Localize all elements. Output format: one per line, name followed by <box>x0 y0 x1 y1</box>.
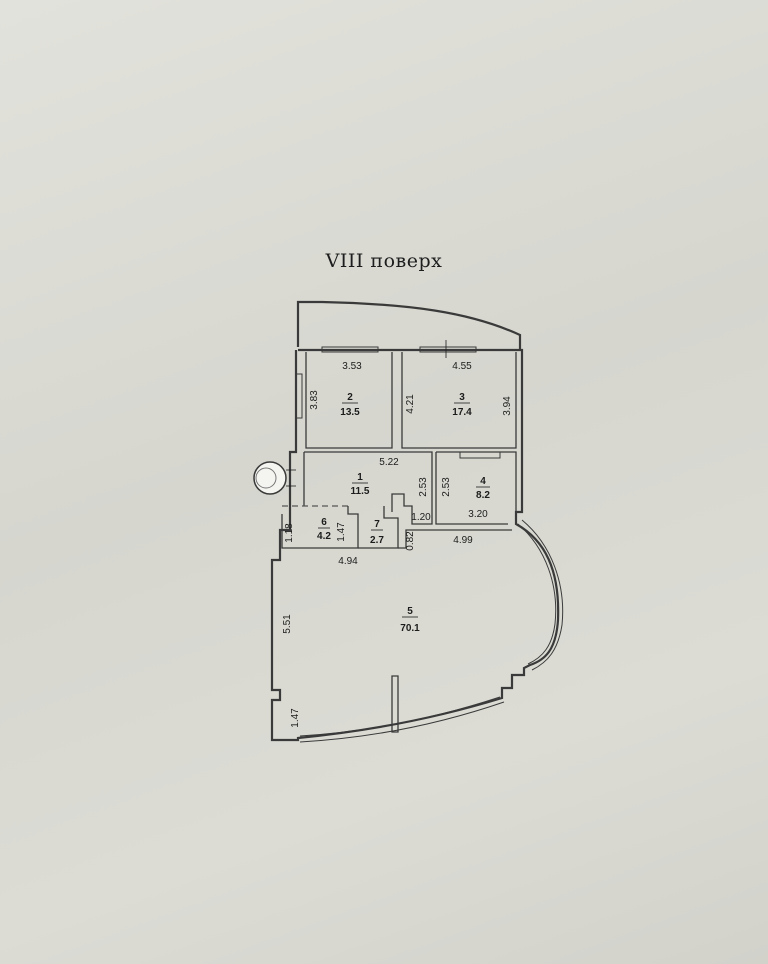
room-5-top-wall <box>398 529 512 549</box>
dim-room5-left-height: 5.51 <box>282 614 293 634</box>
room-6-number: 6 <box>321 517 327 528</box>
dim-room4-width: 3.20 <box>468 509 488 520</box>
dim-room2-width: 3.53 <box>342 361 362 372</box>
room-4-vent <box>459 451 501 459</box>
dim-hall-step: 1.20 <box>411 512 431 523</box>
room-2-window <box>321 346 379 353</box>
dim-room1-height: 2.53 <box>418 477 429 497</box>
room-4-number: 4 <box>480 476 486 487</box>
room-2-number: 2 <box>347 392 353 403</box>
dim-room3-height-right: 3.94 <box>502 396 513 416</box>
side-window-left <box>295 373 303 419</box>
dim-wall-offset: 0.82 <box>405 531 416 551</box>
balcony-outline <box>296 300 522 350</box>
outer-wall <box>270 348 560 742</box>
room-7-area: 2.7 <box>370 535 384 546</box>
entrance-marker-inner <box>255 467 277 489</box>
dim-room4-height: 2.53 <box>441 477 452 497</box>
room-6-walls <box>281 506 359 549</box>
room-3-number: 3 <box>459 392 465 403</box>
floor-title: VIII поверх <box>325 250 443 272</box>
room-4-area: 8.2 <box>476 490 490 501</box>
room-3-walls <box>401 352 517 449</box>
room-5-area: 70.1 <box>400 623 420 634</box>
room-1-area: 11.5 <box>351 486 370 497</box>
dim-room6-width: 1.47 <box>336 522 347 542</box>
curved-window-right-inner <box>517 523 557 665</box>
room-7-walls <box>358 506 399 549</box>
dim-room6-height: 1.18 <box>284 523 295 543</box>
room-3-area: 17.4 <box>452 407 472 418</box>
room-2-walls <box>305 352 393 449</box>
dim-room5-top-left: 4.94 <box>338 556 358 567</box>
room-7-number: 7 <box>374 519 380 530</box>
dim-room3-width: 4.55 <box>452 361 472 372</box>
room-1-number: 1 <box>357 472 363 483</box>
dim-room5-bottom-left: 1.47 <box>290 708 301 728</box>
entrance-marker <box>253 461 287 495</box>
dim-room2-height: 3.83 <box>309 390 320 410</box>
room-5-number: 5 <box>407 606 413 617</box>
curved-window-bottom <box>299 701 505 743</box>
dim-room3-height-left: 4.21 <box>405 394 416 414</box>
room-5-partition <box>391 675 399 733</box>
room-1-walls <box>303 451 433 525</box>
curved-window-right <box>521 519 564 671</box>
room-6-area: 4.2 <box>317 531 331 542</box>
dim-room5-top-right: 4.99 <box>453 535 473 546</box>
curved-window-bottom-inner <box>299 696 501 737</box>
room-2-area: 13.5 <box>340 407 360 418</box>
room-3-window <box>419 346 477 353</box>
dim-room1-width: 5.22 <box>379 457 399 468</box>
